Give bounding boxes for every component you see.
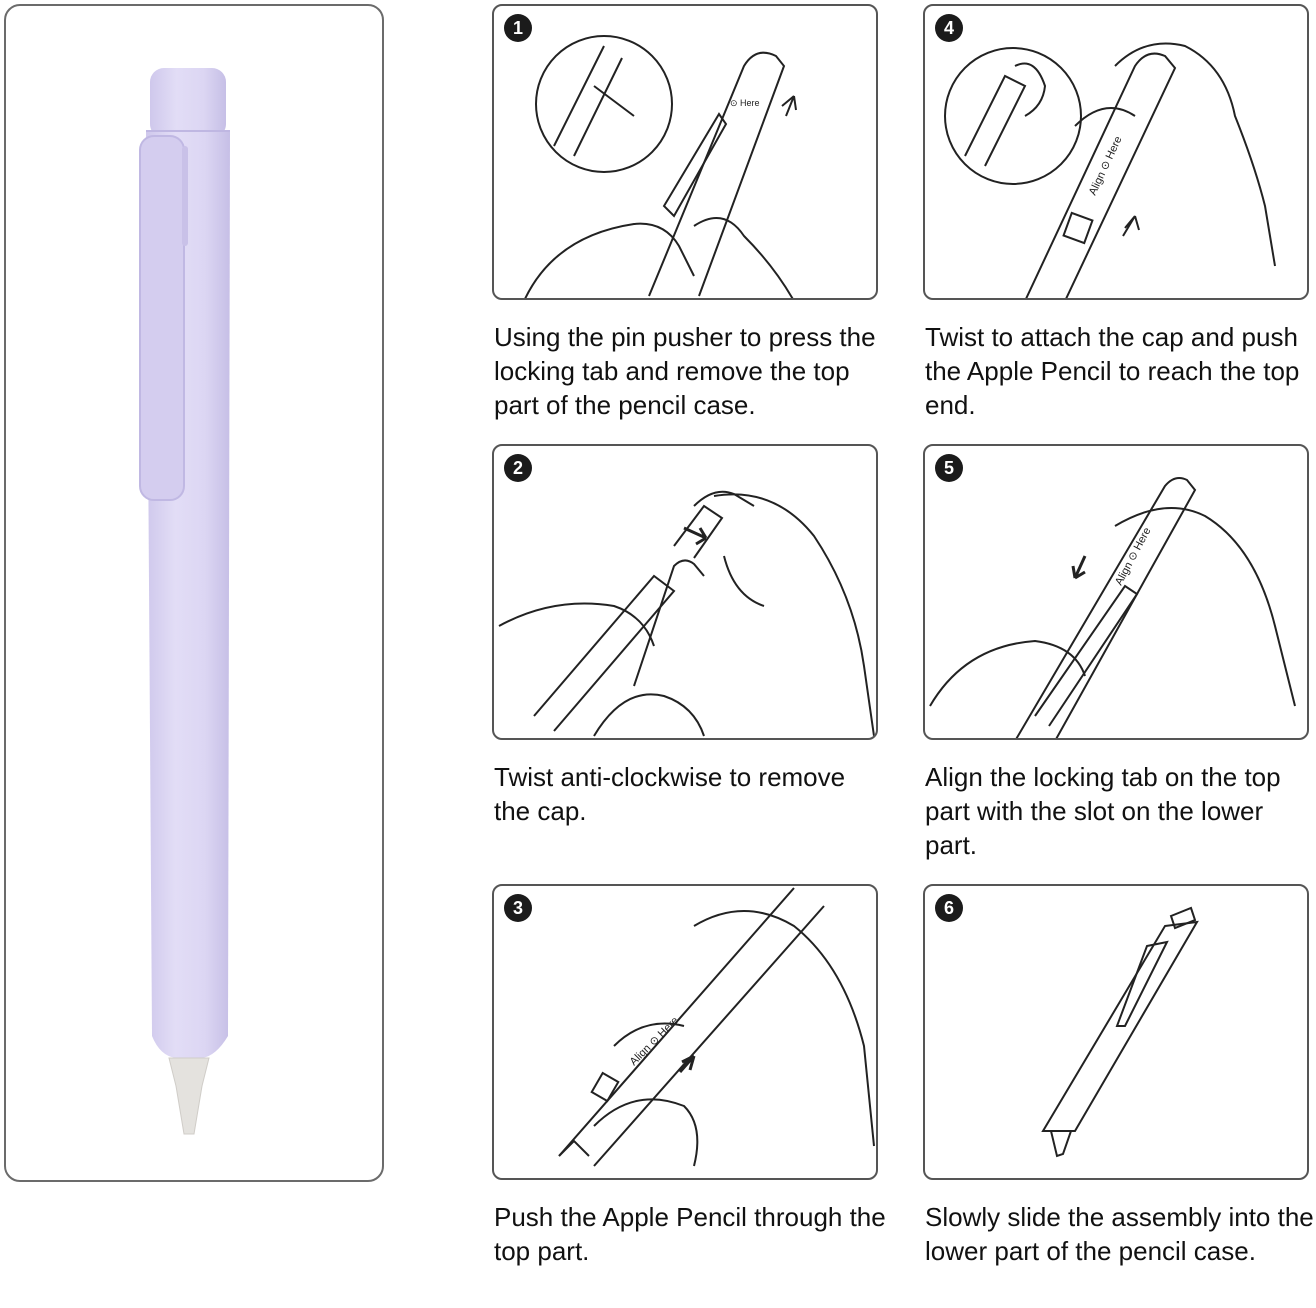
step-4-number-badge: 4 <box>935 14 963 42</box>
step-3-caption: Push the Apple Pencil through the top pa… <box>494 1202 886 1266</box>
step-3-illustration: Align ⊙ Here <box>492 884 878 1180</box>
svg-text:⊙ Here: ⊙ Here <box>730 98 760 108</box>
step-5-illustration: Align ⊙ Here <box>923 444 1309 740</box>
step-1-caption: Using the pin pusher to press the lockin… <box>494 322 876 420</box>
step-6-illustration <box>923 884 1309 1180</box>
step-2-number-badge: 2 <box>504 454 532 482</box>
step-4-illustration: Align ⊙ Here <box>923 4 1309 300</box>
step-1-number-badge: 1 <box>504 14 532 42</box>
product-image-panel <box>4 4 384 1182</box>
svg-text:Align ⊙ Here: Align ⊙ Here <box>1113 526 1153 588</box>
step-4-caption: Twist to attach the cap and push the App… <box>925 322 1300 420</box>
step-6-number-badge: 6 <box>935 894 963 922</box>
step-2-caption: Twist anti-clockwise to remove the cap. <box>494 762 846 826</box>
step-5-caption: Align the locking tab on the top part wi… <box>925 762 1281 860</box>
lavender-pencil-case-image <box>139 68 230 1135</box>
step-6-caption: Slowly slide the assembly into the lower… <box>925 1202 1314 1266</box>
step-3-number-badge: 3 <box>504 894 532 922</box>
step-1-illustration: ⊙ Here <box>492 4 878 300</box>
step-2-illustration <box>492 444 878 740</box>
step-5-number-badge: 5 <box>935 454 963 482</box>
svg-text:Align ⊙ Here: Align ⊙ Here <box>628 1015 681 1068</box>
